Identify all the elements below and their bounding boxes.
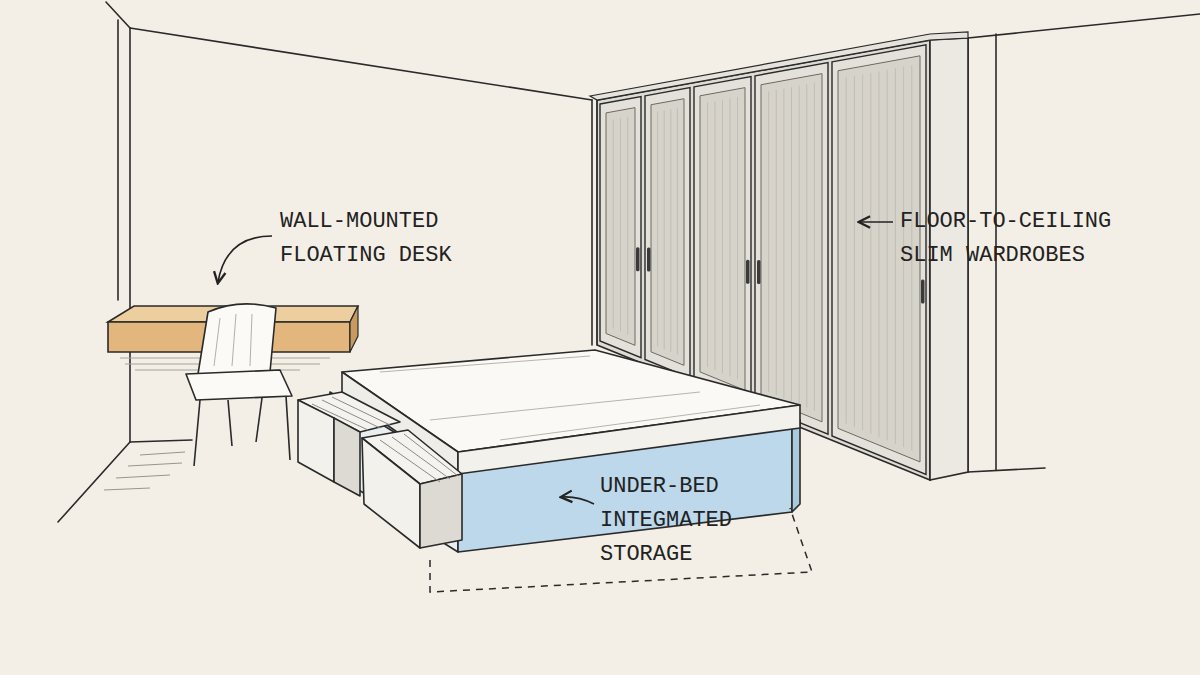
callout-label: WALL-MOUNTED FLOATING DESK: [280, 205, 470, 273]
floor-hatching: [104, 452, 185, 490]
desk-chair: [186, 304, 292, 466]
wardrobe-door: [694, 77, 751, 403]
callout-label: FLOOR-TO-CEILING SLIM WARDROBES: [900, 205, 1128, 273]
room-walls: [58, 2, 1200, 522]
callout-label: UNDER-BED INTEGMATED STORAGE: [600, 470, 750, 572]
wardrobe-door: [755, 63, 828, 435]
wardrobe-door: [600, 97, 641, 358]
wardrobe-door: [645, 88, 690, 378]
